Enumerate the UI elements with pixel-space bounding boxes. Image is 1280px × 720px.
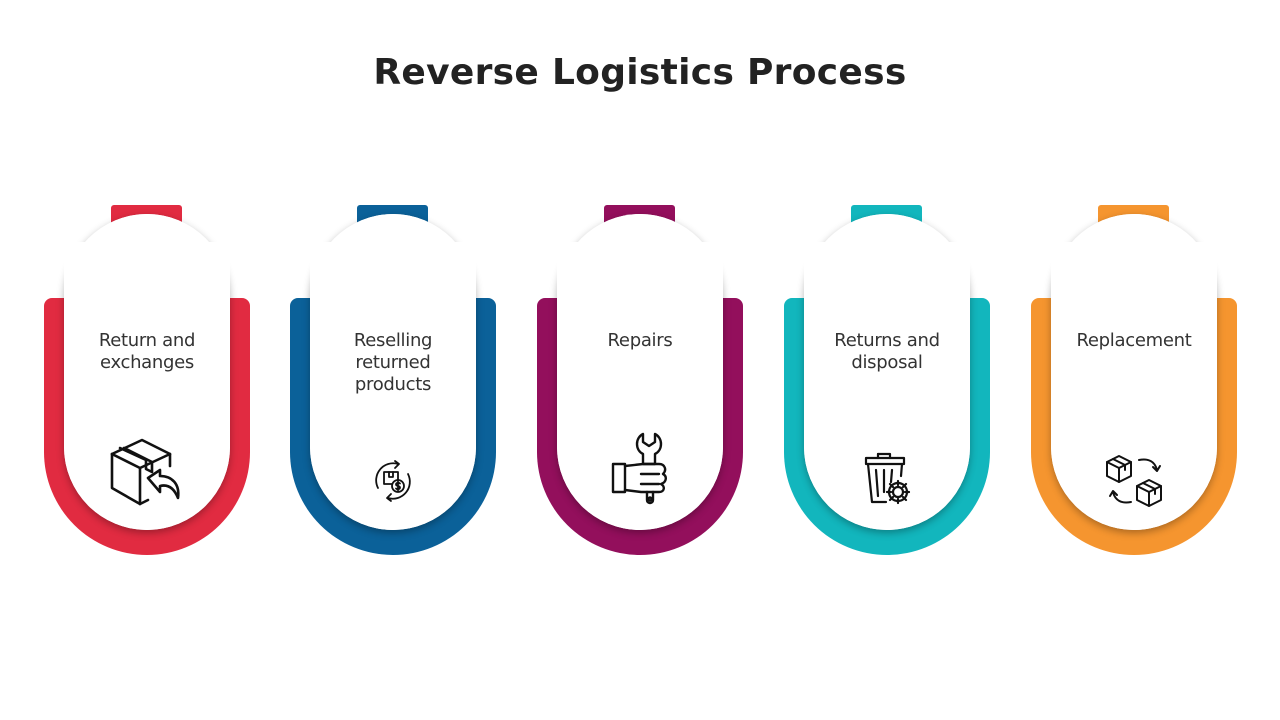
step-card-replacement: Replacement (1031, 200, 1241, 560)
boxes-swap-icon (1105, 452, 1165, 510)
step-card-return-exchanges: Return and exchanges (44, 200, 254, 560)
step-label: Return and exchanges (98, 330, 196, 373)
hand-wrench-icon (611, 430, 671, 506)
step-card-reselling-returned-products: Reselling returned products (290, 200, 500, 560)
cycle-dollar-icon (370, 458, 416, 504)
step-card-repairs: Repairs (537, 200, 747, 560)
step-label: Reselling returned products (353, 330, 433, 395)
page-title: Reverse Logistics Process (373, 52, 907, 93)
step-label: Replacement (1076, 330, 1192, 351)
step-label: Repairs (607, 330, 673, 351)
step-label: Returns and disposal (834, 330, 940, 373)
trash-gear-icon (864, 452, 916, 508)
box-return-icon (108, 436, 184, 508)
step-card-returns-disposal: Returns and disposal (784, 200, 994, 560)
